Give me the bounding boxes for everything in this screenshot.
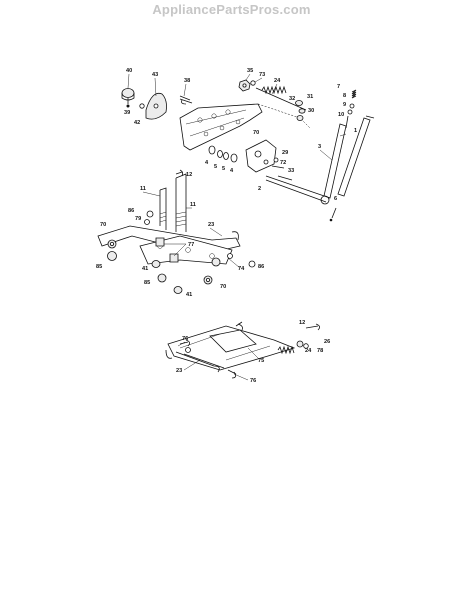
leader-lines bbox=[127, 73, 347, 381]
nut-part-77 bbox=[155, 237, 179, 263]
label-43: 43 bbox=[152, 72, 158, 78]
label-9: 9 bbox=[343, 102, 346, 108]
label-40: 40 bbox=[126, 68, 132, 74]
clip-part-23-pin bbox=[231, 231, 239, 241]
spring-parts-7-10 bbox=[345, 89, 357, 129]
label-32: 32 bbox=[289, 96, 295, 102]
label-85-left: 85 bbox=[96, 264, 102, 270]
equalizer-bar-part-23 bbox=[97, 225, 241, 265]
label-12-lower: 12 bbox=[299, 320, 305, 326]
label-23-lower: 23 bbox=[176, 368, 182, 374]
washer-part-73 bbox=[250, 80, 256, 86]
label-3: 3 bbox=[318, 144, 321, 150]
label-86-right: 86 bbox=[258, 264, 264, 270]
label-6: 6 bbox=[334, 196, 337, 202]
label-8: 8 bbox=[343, 93, 346, 99]
callout-labels: 40 43 38 39 42 35 73 24 32 31 30 7 8 9 1… bbox=[96, 68, 357, 384]
bushing-part-86-left bbox=[146, 210, 154, 218]
label-76-lower: 76 bbox=[250, 378, 256, 384]
rod-part-23-lower bbox=[165, 349, 225, 373]
nut-part-85-lower bbox=[157, 273, 167, 283]
knob-part-40 bbox=[121, 88, 135, 108]
label-24-top: 24 bbox=[274, 78, 281, 84]
label-72: 72 bbox=[280, 160, 286, 166]
lever-arm-part-1 bbox=[337, 115, 375, 197]
label-77: 77 bbox=[188, 242, 194, 248]
label-78: 78 bbox=[317, 348, 323, 354]
bushing-part-70-left bbox=[107, 239, 117, 249]
pin-part-72 bbox=[271, 165, 285, 169]
link-rod-part-2 bbox=[265, 175, 331, 199]
label-23-top: 23 bbox=[208, 222, 214, 228]
label-30: 30 bbox=[308, 108, 314, 114]
label-70-top: 70 bbox=[253, 130, 259, 136]
label-11-right: 11 bbox=[190, 202, 196, 208]
cap-part-43 bbox=[145, 92, 167, 120]
label-12-top: 12 bbox=[186, 172, 192, 178]
label-11-left: 11 bbox=[140, 186, 146, 192]
spring-part-24-lower bbox=[277, 345, 295, 355]
washer-part-42 bbox=[139, 103, 145, 109]
label-4-left: 4 bbox=[205, 160, 209, 166]
label-70-middle: 70 bbox=[100, 222, 106, 228]
nut-part-85-left bbox=[107, 251, 117, 261]
label-5-left: 5 bbox=[214, 164, 217, 170]
label-31: 31 bbox=[307, 94, 313, 100]
label-35: 35 bbox=[247, 68, 253, 74]
cap-part-41-lower bbox=[173, 286, 183, 294]
label-86-left: 86 bbox=[128, 208, 134, 214]
collar-parts-32-31-30 bbox=[295, 100, 306, 121]
label-76-upper: 76 bbox=[182, 336, 188, 342]
label-26: 26 bbox=[324, 339, 330, 345]
frame-bracket bbox=[179, 103, 311, 151]
bushing-part-86-right bbox=[248, 260, 256, 268]
label-33: 33 bbox=[288, 168, 294, 174]
lift-plate-part-75 bbox=[167, 321, 296, 371]
clip-part-12-top bbox=[175, 169, 184, 177]
label-75: 75 bbox=[258, 358, 264, 364]
label-42: 42 bbox=[134, 120, 140, 126]
spring-rod-part-24 bbox=[255, 85, 307, 111]
label-5-right: 5 bbox=[222, 166, 225, 172]
label-41-upper: 41 bbox=[142, 266, 148, 272]
label-24-lower: 24 bbox=[305, 348, 312, 354]
bushing-part-70-lower bbox=[203, 275, 213, 285]
nut-part-26 bbox=[296, 340, 304, 348]
clip-part-76-upper bbox=[179, 339, 190, 347]
washers-parts-4-5 bbox=[208, 145, 238, 163]
label-70-lower: 70 bbox=[220, 284, 226, 290]
bolt-part-11-right bbox=[175, 173, 187, 232]
watermark-text: AppliancePartsPros.com bbox=[152, 2, 311, 17]
label-38: 38 bbox=[184, 78, 190, 84]
label-1: 1 bbox=[354, 128, 357, 134]
label-73: 73 bbox=[259, 72, 265, 78]
label-39: 39 bbox=[124, 110, 130, 116]
bellcrank-part-70 bbox=[245, 139, 277, 173]
label-79: 79 bbox=[135, 216, 141, 222]
bolt-part-6 bbox=[331, 207, 337, 219]
label-7: 7 bbox=[337, 84, 340, 90]
label-41-lower: 41 bbox=[186, 292, 192, 298]
label-74: 74 bbox=[238, 266, 245, 272]
washer-part-29 bbox=[273, 157, 279, 163]
label-4-right: 4 bbox=[230, 168, 234, 174]
clip-part-76-lower bbox=[227, 369, 237, 379]
clip-part-12-lower bbox=[305, 323, 320, 331]
washer-part-78 bbox=[303, 343, 309, 349]
pin-part-38 bbox=[179, 95, 193, 105]
label-85-lower: 85 bbox=[144, 280, 150, 286]
bolt-part-33 bbox=[277, 175, 293, 181]
washer-part-79 bbox=[144, 219, 150, 225]
label-10: 10 bbox=[338, 112, 344, 118]
label-29: 29 bbox=[282, 150, 288, 156]
plate-part-74 bbox=[211, 253, 233, 267]
bolt-part-11-left bbox=[159, 187, 167, 230]
label-2: 2 bbox=[258, 186, 261, 192]
cap-part-41-upper bbox=[151, 260, 161, 268]
nut-part-35 bbox=[238, 79, 251, 92]
